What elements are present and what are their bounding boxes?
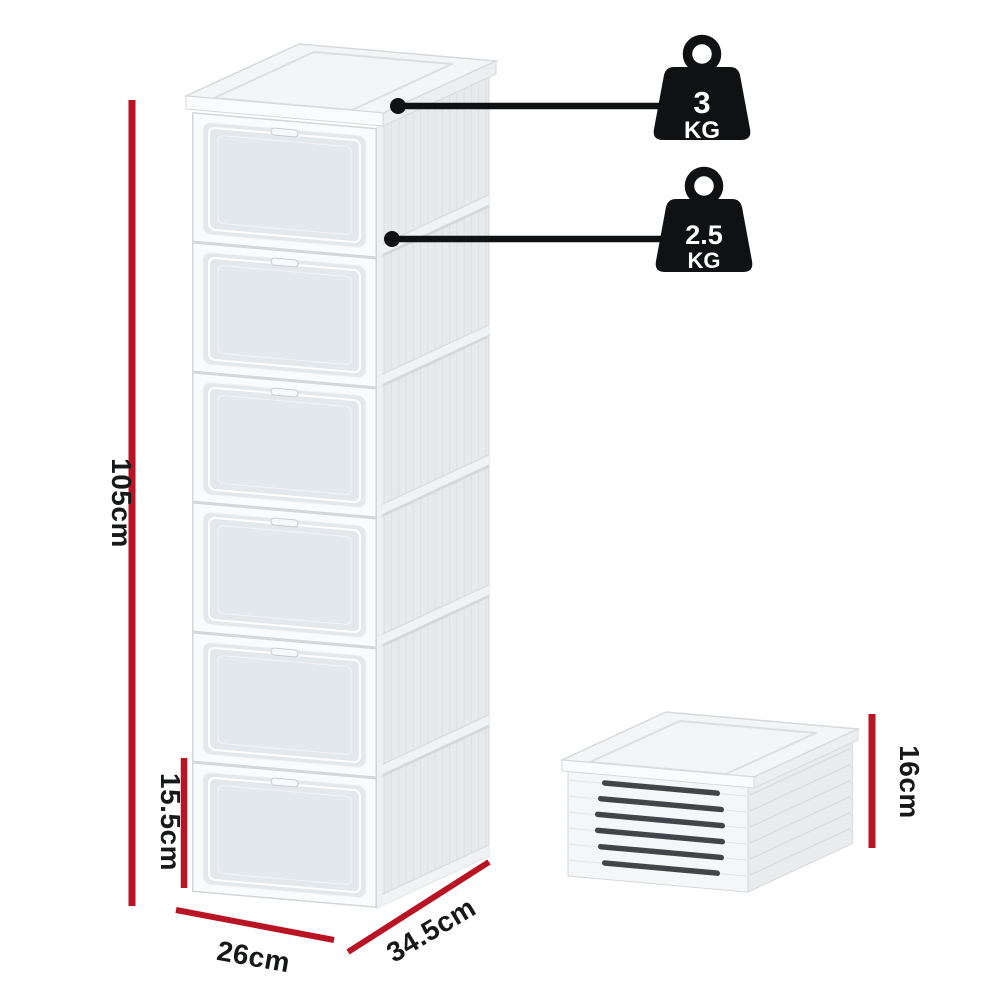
folded-front <box>567 763 749 893</box>
shoe-box-front <box>192 112 377 259</box>
weight-callout-shelf: 2.5 KG <box>384 172 752 274</box>
shoe-box-front <box>192 762 377 909</box>
width-dimension-line <box>175 907 335 943</box>
door-handle-notch <box>270 517 299 528</box>
cabinet-lid <box>183 43 499 127</box>
side-panel-front-edge-highlight <box>377 125 383 908</box>
box-height-label: 15.5cm <box>155 773 186 871</box>
door-handle-notch <box>270 647 299 658</box>
folded-slat-gaps <box>595 780 725 876</box>
folded-stack <box>559 711 861 893</box>
cabinet-stack <box>183 43 499 909</box>
depth-dimension-line <box>346 859 491 955</box>
weight-unit: KG <box>688 248 721 273</box>
side-panel-separators <box>377 204 490 780</box>
weight-value: 3 <box>693 85 710 120</box>
weight-unit: KG <box>684 117 720 144</box>
folded-side-slat-lines <box>749 747 851 876</box>
shoe-box-front <box>192 242 377 389</box>
cabinet-front <box>192 112 377 909</box>
shoe-box-front <box>192 502 377 649</box>
door-handle-notch <box>270 777 299 788</box>
folded-height-label: 16cm <box>894 745 925 819</box>
door-handle-notch <box>270 387 299 398</box>
folded-lid-side-rim <box>753 728 859 789</box>
pointer-dot <box>384 231 400 247</box>
shoe-box-front <box>192 632 377 779</box>
shoe-box-front <box>192 372 377 519</box>
cabinet-side-panel <box>376 75 490 909</box>
door-handle-notch <box>270 127 299 138</box>
lid-side-rim <box>382 60 497 127</box>
side-panel-box-lips <box>377 194 490 908</box>
pointer-dot <box>390 98 406 114</box>
door-handle-notch <box>270 257 299 268</box>
weight-callout-top: 3 KG <box>390 40 750 145</box>
weight-value: 2.5 <box>685 220 723 250</box>
total-height-label: 105cm <box>106 458 137 548</box>
folded-lid-inset-groove <box>589 720 817 775</box>
folded-lid <box>559 711 861 789</box>
